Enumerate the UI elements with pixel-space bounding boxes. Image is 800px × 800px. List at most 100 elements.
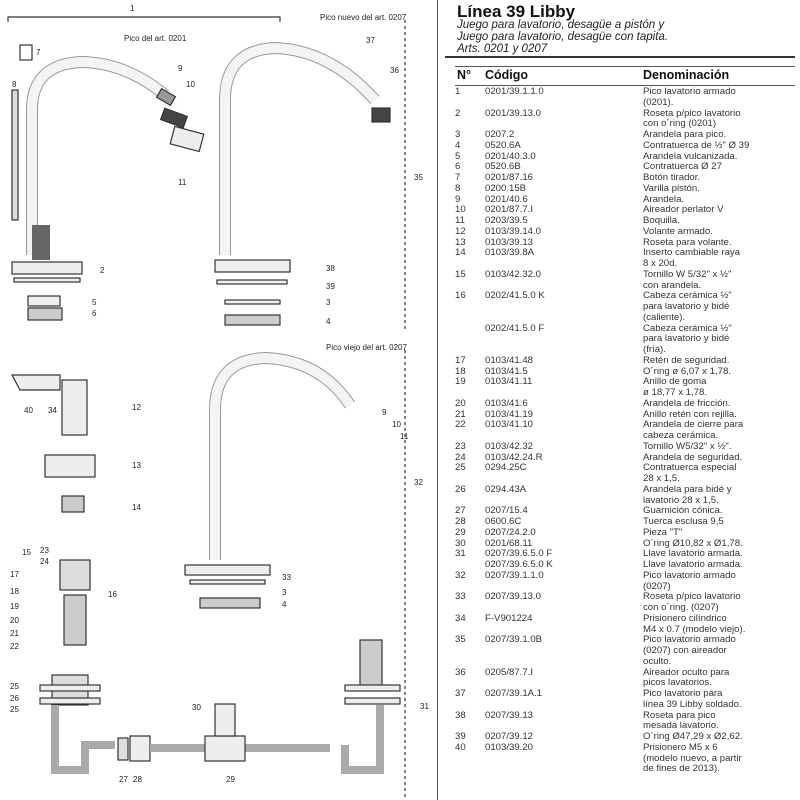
part-code: 0201/40.3.0 (485, 150, 536, 162)
part-code: 0103/41.5 (485, 365, 528, 377)
callout: 37 (366, 36, 375, 45)
part-number: 3 (455, 129, 461, 140)
part-number: 39 (455, 731, 466, 742)
bracket-1 (7, 16, 281, 22)
part-number: 24 (455, 451, 466, 463)
callout: 19 (10, 602, 19, 611)
callout: 8 (12, 80, 17, 89)
part-description: Varilla pistón. (643, 182, 700, 194)
callout: 9 (178, 64, 183, 73)
table-header-rule (455, 85, 795, 86)
part-code: 0201/87.7.I (485, 204, 534, 216)
callout: 6 (92, 309, 97, 318)
callout: 15 (22, 548, 31, 557)
callout: 25 (10, 682, 19, 691)
part-2-rosette (11, 261, 83, 275)
part-number: 37 (455, 688, 466, 699)
column-divider (437, 0, 438, 800)
part-code: 0294.25C (485, 462, 527, 474)
callout: 27 (119, 775, 128, 784)
part-code: 0201/39.13.0 (485, 107, 542, 119)
callout: 20 (10, 616, 19, 625)
part-number: 32 (455, 569, 466, 581)
callout: 30 (192, 703, 201, 712)
part-number: 18 (455, 365, 466, 377)
part-number: 26 (455, 483, 466, 495)
part-description: Arandela de fricción. (643, 397, 731, 409)
part-description: Botón tirador. (643, 172, 701, 183)
column-header-number: N° (457, 68, 472, 82)
part-code: 0207/39.1.1.0 (485, 569, 544, 581)
part-code: 0103/42.32.0 (485, 268, 542, 280)
part-29-tee (204, 735, 246, 762)
part-code: 0103/41.19 (485, 408, 534, 420)
part-code: 0103/39.13 (485, 236, 534, 248)
part-code: 0207.2 (485, 129, 515, 140)
part-number: 12 (455, 225, 466, 237)
part-code: 0103/41.11 (485, 376, 533, 388)
part-description: Anillo retén con rejilla. (643, 408, 737, 420)
callout: 26 (10, 694, 19, 703)
part-number: 36 (455, 666, 466, 678)
part-description: Prisionero M5 x 6 (modelo nuevo, a parti… (643, 741, 742, 775)
part-code: 0207/39.1A.1 (485, 688, 543, 699)
callout: 4 (282, 600, 287, 609)
part-number: 25 (455, 462, 466, 474)
part-number: 38 (455, 709, 466, 721)
part-code: 0103/42.24.R (485, 451, 543, 463)
part-description: Contratuerca de ½" Ø 39 (643, 139, 750, 151)
callout: 23 (40, 546, 49, 555)
part-description: Tornillo W5/32" x ½". (643, 440, 732, 452)
part-description: Arandela para bidé y lavatorio 28 x 1,5. (643, 483, 732, 506)
part-code: 0207/39.12 (485, 731, 534, 742)
part-description: Guarnición cónica. (643, 505, 723, 517)
part-description: Tornillo W 5/32" x ½" con arandela. (643, 268, 732, 291)
callout: 39 (326, 282, 335, 291)
callout: 3 (282, 588, 287, 597)
part-description: Roseta p/pico lavatorio con o´ring (0201… (643, 107, 741, 130)
callout: 25 (10, 705, 19, 714)
subtitle-line: Juego para lavatorio, desagüe a pistón y (457, 19, 665, 31)
part-code: 0207/39.13 (485, 709, 534, 721)
subtitle-line: Arts. 0201 y 0207 (457, 43, 548, 55)
part-description: Arandela vulcanizada. (643, 150, 738, 162)
callout: 10 (186, 80, 195, 89)
part-number: 35 (455, 634, 466, 646)
part-code: 0207/39.6.5.0 F (485, 548, 553, 560)
callout: 4 (326, 317, 331, 326)
part-code: F-V901224 (485, 612, 533, 624)
part-number: 10 (455, 204, 466, 216)
part-number: 33 (455, 591, 466, 603)
part-description: Cabeza cerámica ½" para lavatorio y bidé… (643, 322, 732, 355)
callout: 13 (132, 461, 141, 470)
part-description: Aireador oculto para picos lavatorios. (643, 666, 730, 689)
table-top-rule (455, 66, 795, 67)
part-number: 14 (455, 247, 466, 259)
part-description: Arandela para pico. (643, 129, 727, 140)
caption-pico-viejo: Pico viejo del art. 0207 (326, 343, 407, 352)
part-number: 21 (455, 408, 466, 420)
part-code: 0202/41.5.0 F (485, 322, 545, 334)
spout-0201 (26, 55, 169, 255)
part-description: Anillo de goma ø 18,77 x 1,78. (643, 376, 707, 398)
callout: 35 (414, 173, 423, 182)
